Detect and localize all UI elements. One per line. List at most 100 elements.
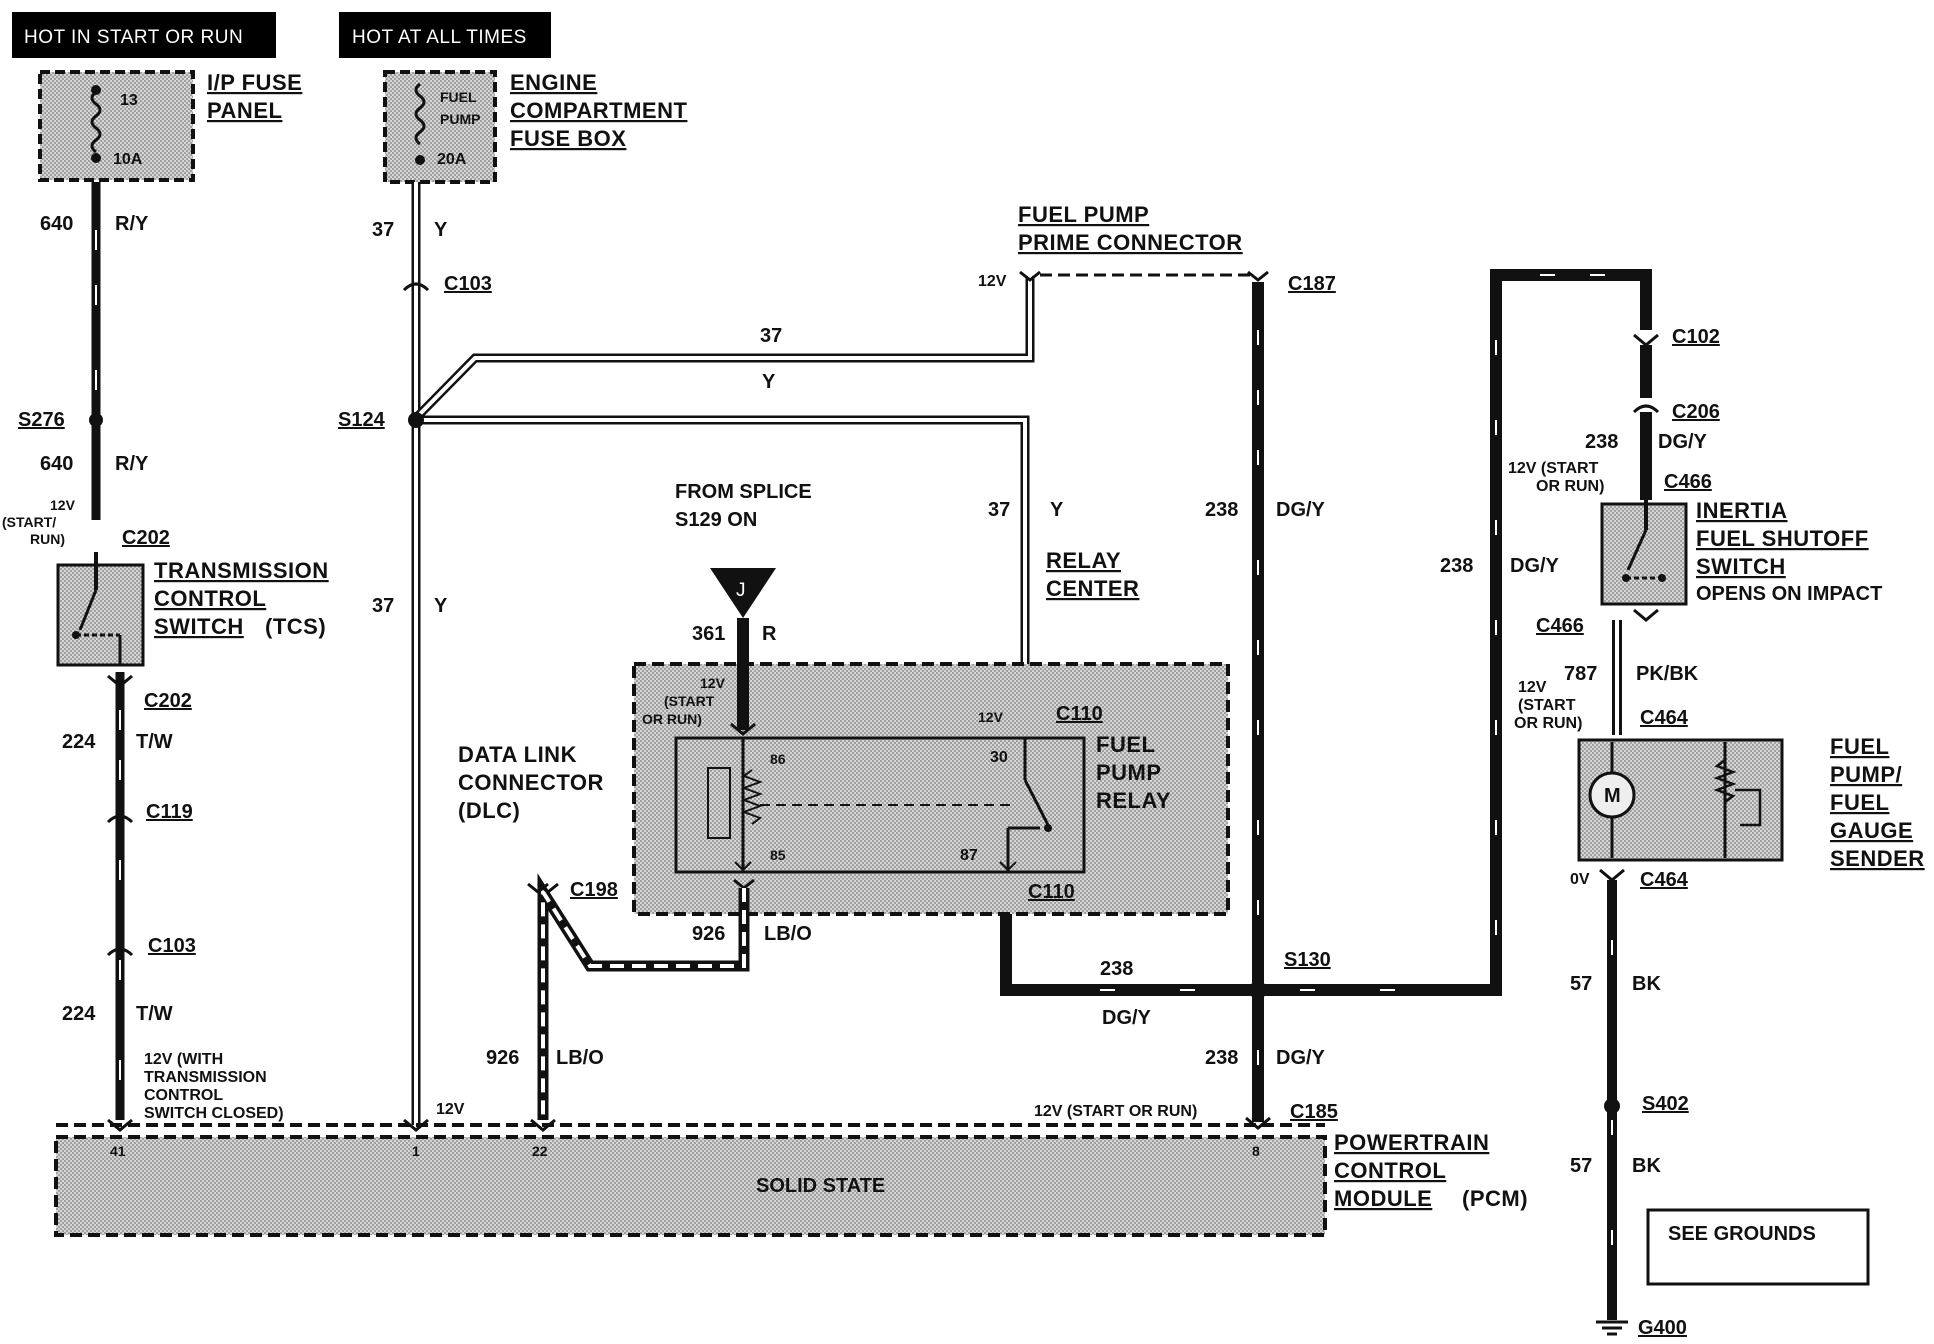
pump-label-1: FUEL [1830, 734, 1889, 759]
splice-s402-dot [1604, 1098, 1620, 1114]
wire-37 [402, 182, 1035, 1125]
wire-238-color-e: DG/Y [1658, 431, 1708, 453]
svg-text:PUMP: PUMP [440, 111, 480, 127]
dlc-label-3: (DLC) [458, 798, 520, 823]
connector-c102: C102 [1672, 326, 1720, 348]
wire-787 [1612, 608, 1659, 735]
inertia-fuel-shutoff-switch [1600, 500, 1688, 606]
pump-voltage-1: 12V [1518, 679, 1547, 696]
relay-voltage-3: OR RUN) [642, 711, 702, 727]
pcm-pin8-voltage: 12V (START OR RUN) [1034, 1103, 1197, 1120]
svg-text:ENGINE: ENGINE [510, 70, 597, 95]
wire-37-color-b: Y [762, 371, 776, 393]
see-grounds-box: SEE GROUNDS [1646, 1208, 1870, 1286]
splice-s124: S124 [338, 409, 386, 431]
splice-s402: S402 [1642, 1093, 1689, 1115]
splice-s276-dot [89, 413, 103, 427]
inertia-label-1: INERTIA [1696, 498, 1788, 523]
svg-text:I/P FUSE: I/P FUSE [207, 70, 302, 95]
svg-text:FUEL: FUEL [440, 89, 477, 105]
wire-57-num-b: 57 [1570, 1155, 1592, 1177]
pcm-tcs-voltage-3: CONTROL [144, 1087, 223, 1104]
connector-c198: C198 [570, 879, 618, 901]
wire-37-num-c: 37 [988, 499, 1010, 521]
header-hot-at-all-times: HOT AT ALL TIMES [339, 12, 551, 58]
splice-from-label-2: S129 ON [675, 509, 757, 531]
wire-926-color-b: LB/O [556, 1047, 604, 1069]
inertia-label-3: SWITCH [1696, 554, 1786, 579]
pcm-solid-state: SOLID STATE [756, 1175, 885, 1197]
pcm-pin-1: 1 [412, 1143, 420, 1159]
connector-c187: C187 [1288, 273, 1336, 295]
wire-238-num-a: 238 [1205, 499, 1238, 521]
wire-224 [106, 672, 134, 1120]
wire-640-num-b: 640 [40, 453, 73, 475]
svg-text:HOT AT ALL TIMES: HOT AT ALL TIMES [352, 27, 527, 48]
wire-238-num-d: 238 [1205, 1047, 1238, 1069]
relay-voltage-1: 12V [700, 675, 726, 691]
wire-37-color-c: Y [1050, 499, 1064, 521]
wire-37-color-a: Y [434, 219, 448, 241]
relay-pin-85: 85 [770, 847, 786, 863]
tcs-voltage-3: RUN) [30, 531, 65, 547]
relay-pin-86: 86 [770, 751, 786, 767]
data-link-connector [527, 873, 755, 1120]
motor-symbol: M [1604, 785, 1621, 807]
relay-voltage-2: (START [664, 693, 715, 709]
pcm-pin1-voltage: 12V [436, 1101, 465, 1118]
connector-c464-a: C464 [1640, 707, 1689, 729]
svg-text:10A: 10A [113, 151, 143, 168]
splice-s276: S276 [18, 409, 65, 431]
wire-238-color-d: DG/Y [1276, 1047, 1326, 1069]
fpp-label-1: FUEL PUMP [1018, 202, 1149, 227]
tcs-voltage-2: (START/ [2, 514, 56, 530]
ip-fuse-panel: 13 10A I/P FUSE PANEL [38, 70, 302, 182]
engine-compartment-fuse-box: FUEL PUMP 20A ENGINE COMPARTMENT FUSE BO… [383, 70, 687, 184]
see-grounds-text: SEE GROUNDS [1668, 1223, 1816, 1245]
splice-from-label-1: FROM SPLICE [675, 481, 812, 503]
pcm-pin-8: 8 [1252, 1143, 1260, 1159]
pcm-label-1: POWERTRAIN [1334, 1130, 1489, 1155]
dlc-label-2: CONNECTOR [458, 770, 604, 795]
wire-57-color-a: BK [1632, 973, 1661, 995]
wire-57-num-a: 57 [1570, 973, 1592, 995]
wire-926-num-b: 926 [486, 1047, 519, 1069]
wire-224-num-a: 224 [62, 731, 96, 753]
svg-text:13: 13 [120, 92, 138, 109]
splice-s130-dot [1249, 981, 1267, 999]
connector-c110-b: C110 [1028, 881, 1075, 903]
relay-label-2: PUMP [1096, 760, 1162, 785]
pump-label-5: SENDER [1830, 846, 1925, 871]
pcm-pin-41: 41 [110, 1143, 126, 1159]
relay-center-label-2: CENTER [1046, 576, 1139, 601]
tcs-label-3: SWITCH [154, 614, 244, 639]
wire-238-num-c: 238 [1100, 958, 1133, 980]
wire-37-num-d: 37 [372, 595, 394, 617]
connector-c466-a: C466 [1664, 471, 1712, 493]
wire-224-num-b: 224 [62, 1003, 96, 1025]
wire-640-color-b: R/Y [115, 453, 149, 475]
relay-label-3: RELAY [1096, 788, 1171, 813]
splice-j-flag: J [710, 568, 776, 736]
fuel-pump-relay [674, 736, 1086, 874]
relay-pin-87: 87 [960, 847, 978, 864]
header-hot-in-start-or-run: HOT IN START OR RUN [12, 12, 276, 58]
pcm-tcs-voltage-1: 12V (WITH [144, 1051, 223, 1068]
wire-640-color-a: R/Y [115, 213, 149, 235]
tcs-label-2: CONTROL [154, 586, 266, 611]
svg-text:FUSE BOX: FUSE BOX [510, 126, 626, 151]
wire-238-num-e: 238 [1585, 431, 1618, 453]
svg-text:COMPARTMENT: COMPARTMENT [510, 98, 687, 123]
pump-label-2: PUMP/ [1830, 762, 1902, 787]
pump-label-3: FUEL [1830, 790, 1889, 815]
pcm-label-abbrev: (PCM) [1462, 1186, 1528, 1211]
svg-text:HOT IN START OR RUN: HOT IN START OR RUN [24, 27, 243, 48]
tcs-voltage-1: 12V [50, 497, 76, 513]
fuel-pump-prime-connector [1019, 270, 1269, 282]
fuel-pump-gauge-sender: M [1577, 738, 1784, 862]
svg-text:20A: 20A [437, 151, 467, 168]
wire-238-num-b: 238 [1440, 555, 1473, 577]
wire-238-color-c: DG/Y [1102, 1007, 1152, 1029]
tcs-label-abbrev: (TCS) [265, 614, 326, 639]
